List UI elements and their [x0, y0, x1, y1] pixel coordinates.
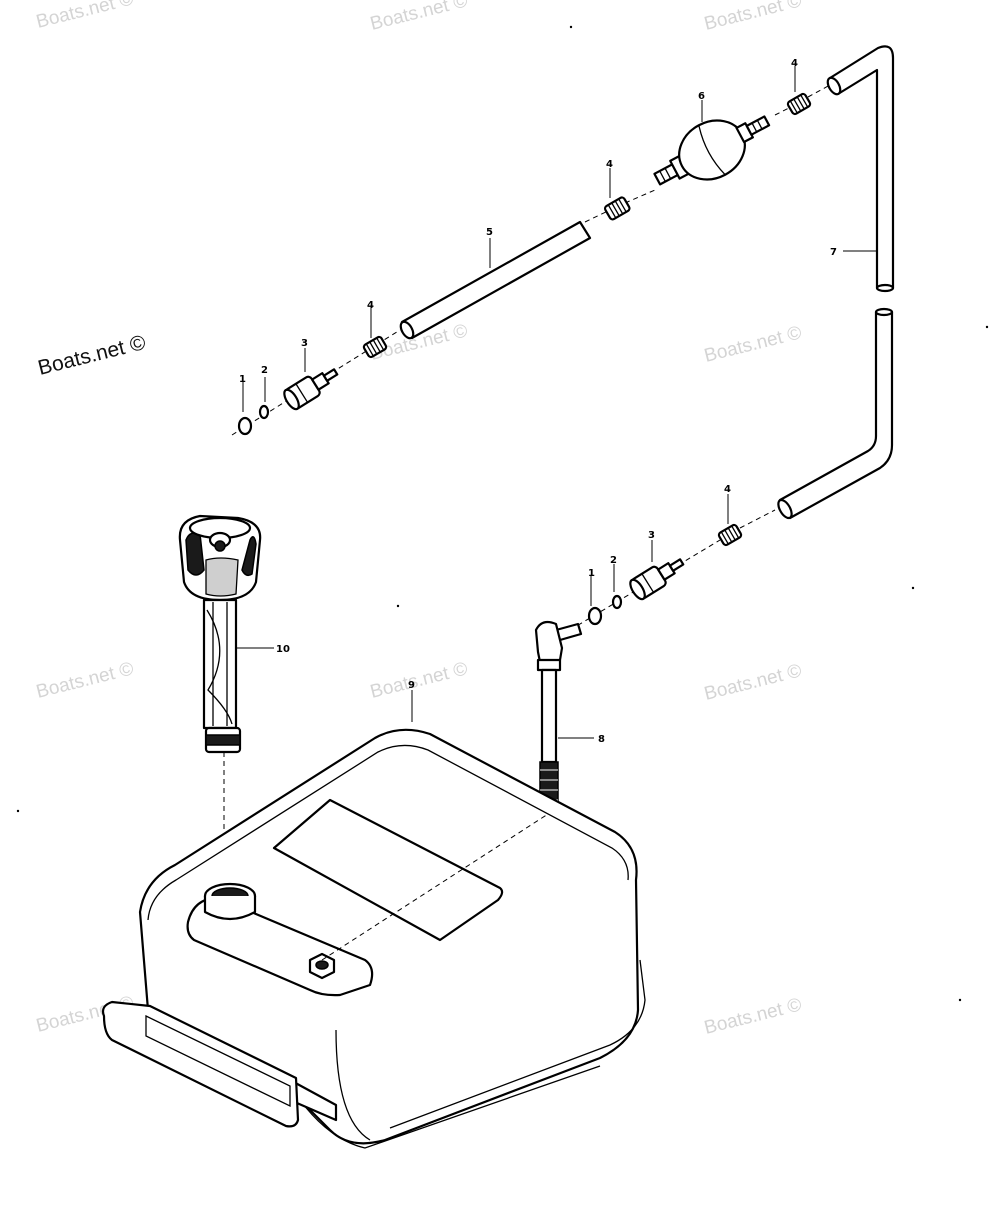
assembly-axis-upper: [807, 84, 831, 98]
assembly-axis-upper: [584, 209, 611, 223]
o-ring-lower: [587, 606, 603, 626]
o-ring-upper: [237, 416, 253, 436]
callout-9: 9: [408, 680, 415, 691]
fuel-hose-segment: [399, 220, 592, 340]
callout-2-lower: 2: [610, 555, 617, 566]
callout-6: 6: [698, 91, 705, 102]
fuel-hose-long-upper: [826, 45, 895, 293]
callout-2-upper: 2: [261, 365, 268, 376]
watermark-text: Boats.net ©: [34, 0, 136, 33]
callout-4-lower: 4: [724, 484, 731, 495]
watermark-text: Boats.net ©: [368, 658, 470, 702]
callout-10: 10: [276, 644, 290, 655]
callout-5: 5: [486, 227, 493, 238]
fuel-pickup-tube: [534, 620, 583, 815]
hose-clamp-lower: [717, 523, 743, 547]
hose-clamp-upper-left: [362, 335, 388, 359]
callout-3-lower: 3: [648, 530, 655, 541]
callout-3-upper: 3: [301, 338, 308, 349]
hose-clamp-upper-right: [786, 92, 812, 116]
assembly-axis-upper: [624, 189, 656, 204]
callout-labels: 1 2 3 4 5 4 6 4 7 4 3 2 1 10 9 8: [239, 58, 837, 745]
watermark-main: Boats.net ©: [36, 331, 149, 380]
callout-4-upper-right: 4: [791, 58, 798, 69]
watermark-text: Boats.net ©: [702, 322, 804, 366]
callout-7: 7: [830, 247, 837, 258]
callout-1-lower: 1: [588, 568, 595, 579]
specks: [16, 25, 989, 1002]
callout-8: 8: [598, 734, 605, 745]
fuel-hose-long-lower: [777, 307, 894, 520]
callout-leaders: [236, 66, 876, 739]
fuel-gauge: [178, 514, 262, 754]
watermark-text: Boats.net ©: [702, 994, 804, 1038]
watermark-text: Boats.net ©: [702, 0, 804, 35]
fuel-tank: [101, 728, 646, 1149]
washer-upper: [258, 404, 270, 420]
callout-4-upper-left: 4: [367, 300, 374, 311]
callout-1-upper: 1: [239, 374, 246, 385]
hose-clamp-upper-mid: [603, 196, 631, 221]
callout-4-upper-mid: 4: [606, 159, 613, 170]
watermark-text: Boats.net ©: [368, 0, 470, 35]
watermark-text: Boats.net ©: [34, 658, 136, 702]
watermark-text: Boats.net ©: [702, 660, 804, 704]
fuel-connector-upper: [283, 368, 339, 411]
washer-lower: [611, 594, 623, 610]
fuel-connector-lower: [629, 558, 685, 601]
primer-bulb: [653, 115, 771, 186]
assembly-axis-lower: [739, 509, 776, 529]
